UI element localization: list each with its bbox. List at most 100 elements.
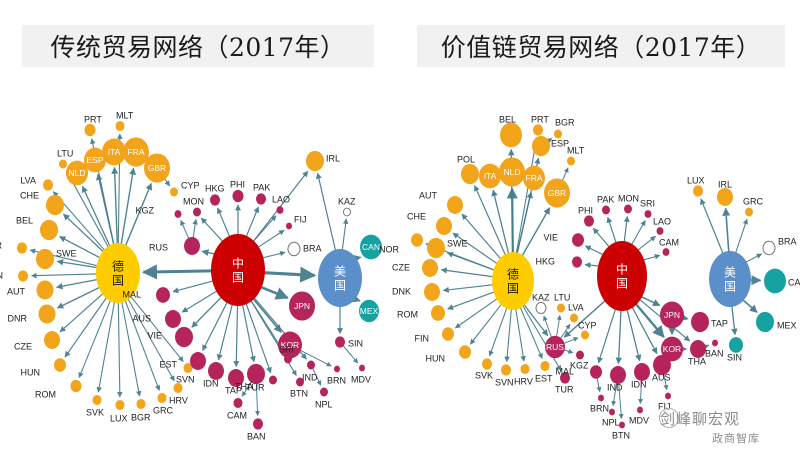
network-node-jpn[interactable]: [660, 301, 684, 329]
network-node-btn[interactable]: [619, 421, 625, 429]
network-node-can[interactable]: [360, 234, 382, 260]
network-node-grc[interactable]: [745, 207, 753, 217]
network-node-tap[interactable]: [691, 311, 709, 333]
network-node-fij[interactable]: [286, 222, 292, 230]
network-node-irl[interactable]: [717, 188, 733, 206]
network-node-lao[interactable]: [276, 206, 284, 214]
network-node-vie[interactable]: [175, 326, 193, 348]
network-node-mex[interactable]: [756, 311, 774, 333]
network-node-mon[interactable]: [193, 207, 201, 217]
network-node-aus[interactable]: [653, 354, 671, 376]
network-node-phi[interactable]: [232, 189, 244, 203]
network-node-mex[interactable]: [359, 299, 379, 323]
network-node-hkg[interactable]: [210, 194, 220, 206]
network-node-bra[interactable]: [287, 241, 301, 257]
network-node-ita[interactable]: [102, 138, 126, 166]
network-node-nor[interactable]: [17, 242, 27, 254]
network-node-ind[interactable]: [610, 366, 626, 384]
network-node-pol[interactable]: [461, 163, 479, 185]
network-node-fra[interactable]: [123, 137, 149, 167]
network-node-nld[interactable]: [66, 160, 88, 186]
network-node-irl[interactable]: [306, 150, 324, 172]
network-node-cze[interactable]: [44, 331, 60, 349]
network-node-ltu[interactable]: [59, 159, 67, 169]
network-node-hun[interactable]: [459, 345, 471, 359]
network-node-nld[interactable]: [499, 157, 525, 187]
network-node-mdv[interactable]: [637, 406, 643, 414]
network-node-aut[interactable]: [36, 280, 54, 300]
network-node-tur[interactable]: [560, 372, 570, 384]
network-node-idn[interactable]: [208, 362, 224, 380]
network-node-sri[interactable]: [644, 210, 652, 218]
network-node-svk[interactable]: [482, 358, 492, 370]
network-node-pak[interactable]: [256, 193, 266, 205]
network-node-tap[interactable]: [228, 369, 244, 387]
network-node-bel[interactable]: [40, 219, 58, 241]
network-node-prt[interactable]: [84, 123, 96, 137]
network-node-svn[interactable]: [501, 364, 511, 376]
network-node-lva[interactable]: [43, 179, 53, 191]
network-node-fin[interactable]: [18, 270, 28, 282]
network-node-cyp[interactable]: [581, 330, 589, 340]
network-node-svn[interactable]: [183, 362, 193, 374]
network-node-bgr[interactable]: [554, 129, 562, 139]
network-hub-deu[interactable]: [492, 252, 534, 310]
network-node-ban[interactable]: [253, 418, 263, 430]
network-node-tha[interactable]: [690, 340, 706, 358]
network-node-aus[interactable]: [165, 310, 181, 328]
network-node-kgz[interactable]: [174, 210, 182, 218]
network-node-cyp[interactable]: [170, 187, 178, 197]
network-node-tha[interactable]: [269, 375, 277, 385]
network-node-pak[interactable]: [602, 205, 610, 215]
network-node-ind[interactable]: [307, 360, 315, 370]
network-node-lux[interactable]: [115, 399, 125, 411]
network-node-hrv[interactable]: [520, 363, 530, 375]
network-node-esp[interactable]: [84, 147, 106, 173]
network-node-swe[interactable]: [36, 248, 54, 270]
network-node-npl[interactable]: [320, 387, 328, 397]
network-node-cze[interactable]: [422, 259, 438, 277]
network-hub-deu[interactable]: [96, 243, 140, 303]
network-hub-chn[interactable]: [597, 241, 647, 311]
network-node-cam[interactable]: [662, 248, 670, 256]
network-node-mon[interactable]: [624, 204, 632, 214]
network-node-kaz[interactable]: [343, 207, 351, 217]
network-node-kgz[interactable]: [576, 350, 584, 360]
network-node-fra[interactable]: [523, 165, 545, 191]
network-node-lao[interactable]: [656, 227, 664, 235]
network-node-bel[interactable]: [500, 122, 522, 148]
network-node-ltu[interactable]: [557, 303, 565, 313]
network-node-mlt[interactable]: [567, 156, 575, 166]
network-node-fij[interactable]: [665, 392, 671, 400]
network-node-sin[interactable]: [335, 336, 345, 348]
network-node-cam[interactable]: [233, 397, 243, 409]
network-node-fin[interactable]: [442, 327, 454, 341]
network-node-mal[interactable]: [590, 365, 602, 379]
network-node-hrv[interactable]: [173, 382, 183, 394]
network-node-brn[interactable]: [598, 394, 604, 402]
network-node-prt[interactable]: [533, 124, 543, 136]
network-node-che[interactable]: [46, 194, 64, 216]
network-node-swe[interactable]: [427, 237, 445, 259]
network-node-npl[interactable]: [609, 408, 615, 416]
network-node-est[interactable]: [540, 360, 550, 372]
network-node-gbr[interactable]: [144, 153, 170, 183]
network-node-kor[interactable]: [661, 336, 683, 362]
network-node-mdv[interactable]: [359, 364, 365, 372]
network-node-phi[interactable]: [584, 215, 594, 227]
network-node-ban[interactable]: [712, 339, 718, 347]
network-node-hkg[interactable]: [572, 256, 582, 268]
network-node-mal[interactable]: [156, 287, 170, 303]
network-node-svk[interactable]: [92, 394, 102, 406]
network-node-grc[interactable]: [157, 392, 167, 404]
network-node-vie[interactable]: [572, 233, 584, 247]
network-hub-chn[interactable]: [211, 234, 265, 306]
network-node-kor[interactable]: [278, 331, 302, 359]
network-node-brn[interactable]: [334, 365, 340, 373]
network-node-bra[interactable]: [762, 240, 776, 256]
network-node-kaz[interactable]: [535, 301, 547, 315]
network-node-gbr[interactable]: [544, 178, 570, 208]
network-node-rus[interactable]: [184, 237, 200, 255]
network-node-bgr[interactable]: [136, 398, 146, 410]
network-node-nor[interactable]: [411, 233, 423, 247]
